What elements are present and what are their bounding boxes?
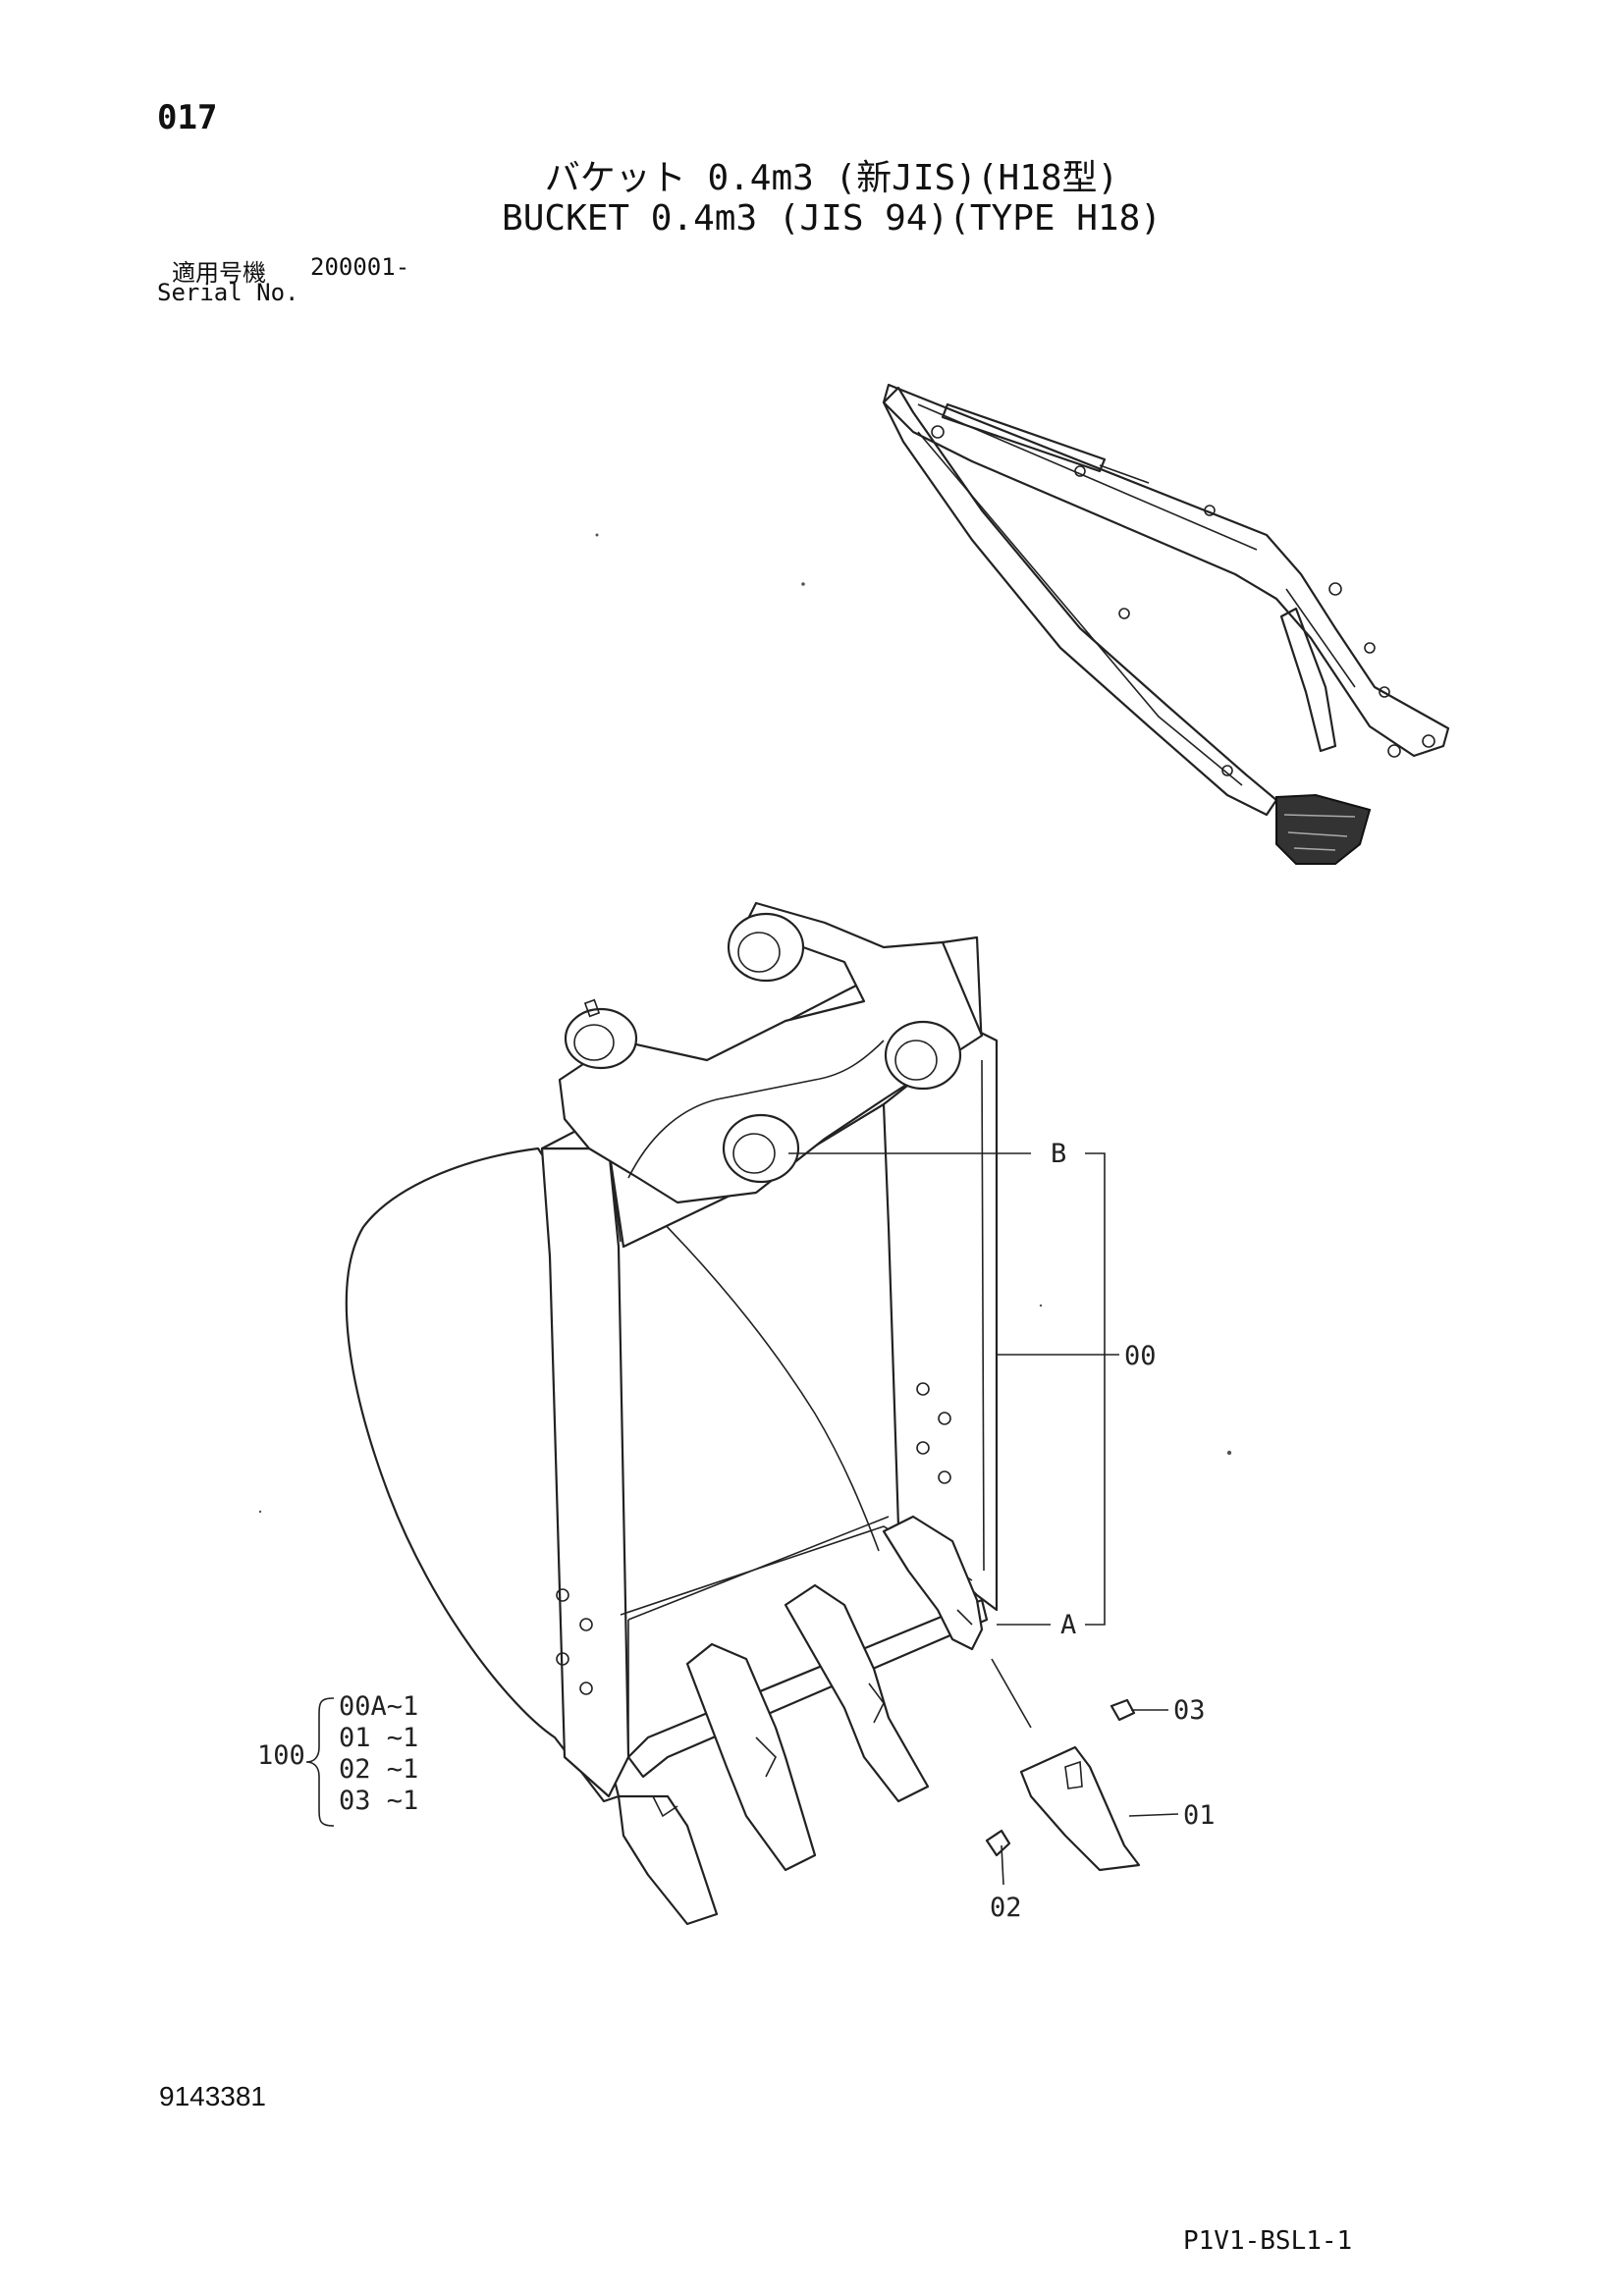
side-bolt-holes	[556, 1382, 951, 1695]
page-number: 017	[157, 98, 218, 137]
serial-number-value: 200001-	[310, 253, 410, 281]
serial-label-japanese: 適用号機	[172, 259, 266, 287]
assembly-item-2: 02 ~1	[339, 1754, 418, 1785]
assembly-list: 100 00A~1 01 ~1 02 ~1 03 ~1	[257, 1691, 418, 1827]
exploded-pin-part-03	[1110, 1698, 1136, 1722]
assembly-number: 100	[257, 1740, 305, 1771]
exploded-lock-part-02	[985, 1829, 1011, 1857]
pin-boss-top-left	[564, 998, 638, 1070]
pin-boss-top-right	[727, 912, 805, 983]
page-code: P1V1-BSL1-1	[1183, 2226, 1353, 2256]
bucket-tooth-1	[617, 1794, 719, 1926]
document-number: 9143381	[159, 2081, 267, 2111]
callout-b: B	[1051, 1139, 1066, 1169]
assembly-item-3: 03 ~1	[339, 1786, 418, 1816]
title-japanese: バケット 0.4m3 (新JIS)(H18型)	[544, 158, 1119, 198]
callout-part-03: 03	[1173, 1695, 1206, 1726]
excavator-arm-thumbnail	[882, 383, 1450, 865]
bucket-tooth-2	[685, 1642, 817, 1872]
title-english: BUCKET 0.4m3 (JIS 94)(TYPE H18)	[502, 198, 1162, 239]
bucket-main-drawing	[345, 901, 1141, 1926]
callout-a: A	[1060, 1610, 1076, 1640]
bucket-tooth-3	[784, 1583, 930, 1803]
scan-specks	[258, 533, 1232, 1514]
callout-leaders	[788, 1152, 1179, 1817]
pin-boss-middle-right	[884, 1020, 962, 1091]
callout-part-00: 00	[1124, 1341, 1157, 1371]
exploded-tooth-part-01	[1019, 1745, 1141, 1872]
serial-label-english: Serial No.	[157, 279, 299, 306]
assembly-item-0: 00A~1	[339, 1691, 418, 1722]
callout-part-01: 01	[1183, 1800, 1216, 1831]
bucket-tooth-4	[882, 1515, 984, 1651]
assembly-item-1: 01 ~1	[339, 1723, 418, 1753]
pin-boss-front	[722, 1113, 800, 1184]
callout-part-02: 02	[990, 1893, 1022, 1923]
